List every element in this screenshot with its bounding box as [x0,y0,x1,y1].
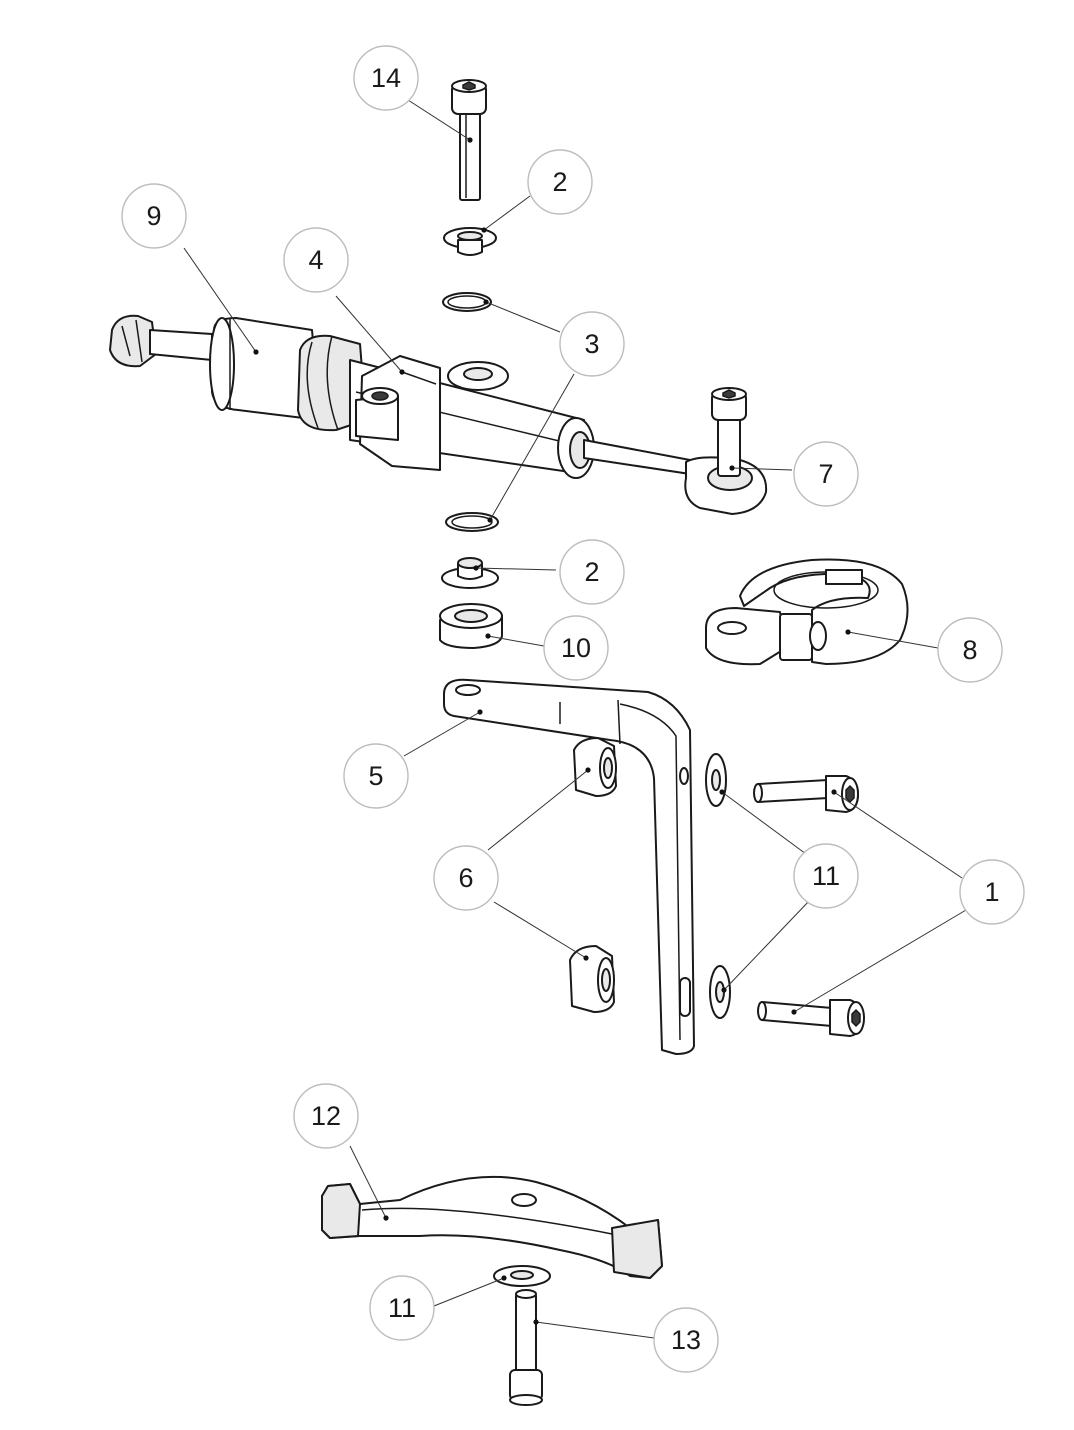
part-1-lower-bolt [757,999,865,1037]
part-8-frame-clamp [705,558,909,666]
part-13-bottom-bolt [509,1289,543,1406]
leader-3b [489,373,575,521]
leader-6b [493,901,587,959]
balloon-5: 5 [343,743,409,809]
balloon-5-label: 5 [368,761,383,791]
balloon-2-bottom-label: 2 [584,557,599,587]
leader-10 [487,635,545,647]
balloon-13: 13 [653,1307,719,1373]
part-6-upper-spacer [573,737,617,797]
balloon-8: 8 [937,617,1003,683]
leader-1a [833,791,963,879]
part-11-lower-washer [709,965,731,1019]
balloon-9: 9 [121,183,187,249]
part-1-upper-bolt [753,775,859,813]
balloon-6-label: 6 [458,863,473,893]
leader-11c [433,1277,505,1307]
balloon-6: 6 [433,845,499,911]
leader-2-top [483,195,531,231]
part-3-bottom-oring [445,512,499,532]
part-3-top-oring [442,292,492,312]
part-11-upper-washer [705,753,727,807]
leader-8 [847,631,939,649]
balloon-1-label: 1 [984,877,999,907]
balloon-2-top-label: 2 [552,167,567,197]
leader-11a [721,791,807,855]
balloon-10: 10 [543,615,609,681]
balloon-4-label: 4 [308,245,323,275]
leader-6a [487,769,589,851]
balloon-12: 12 [293,1083,359,1149]
balloon-14: 14 [353,45,419,111]
leader-2-bottom [475,567,557,571]
leader-14 [407,99,471,141]
part-2-bottom-bushing [441,557,499,589]
balloon-11-middle: 11 [793,843,859,909]
leader-5 [403,711,481,757]
balloon-11-middle-label: 11 [812,861,840,891]
balloon-12-label: 12 [311,1101,341,1131]
balloon-7: 7 [793,441,859,507]
balloon-2-bottom: 2 [559,539,625,605]
balloon-8-label: 8 [962,635,977,665]
balloon-1: 1 [959,859,1025,925]
leader-12 [349,1145,387,1219]
leader-dots [253,137,851,1325]
balloon-7-label: 7 [818,459,833,489]
balloon-13-label: 13 [671,1325,701,1355]
part-2-top-bushing [443,227,497,256]
balloon-11-bottom-label: 11 [388,1293,416,1323]
leader-11b [723,899,811,991]
balloon-3: 3 [559,311,625,377]
balloon-3-label: 3 [584,329,599,359]
balloon-11-bottom: 11 [369,1275,435,1341]
leader-4 [335,295,403,373]
part-4-clamp [355,355,441,471]
part-14-bolt [451,79,487,201]
part-6-lower-spacer [569,945,615,1013]
balloon-9-label: 9 [146,201,161,231]
part-5-bracket [443,678,695,1055]
leader-3a [485,301,561,333]
part-10-spacer [439,603,503,649]
part-7-rod-end [684,387,768,515]
leader-7 [731,467,793,471]
leader-13 [535,1321,655,1339]
balloon-4: 4 [283,227,349,293]
leader-lines [183,99,967,1339]
balloon-14-label: 14 [371,63,401,93]
leader-9 [183,247,257,353]
balloon-10-label: 10 [561,633,591,663]
balloon-2-top: 2 [527,149,593,215]
leader-1b [793,909,967,1013]
part-12-bottom-plate [321,1175,663,1279]
part-11-bottom-washer [493,1265,551,1287]
